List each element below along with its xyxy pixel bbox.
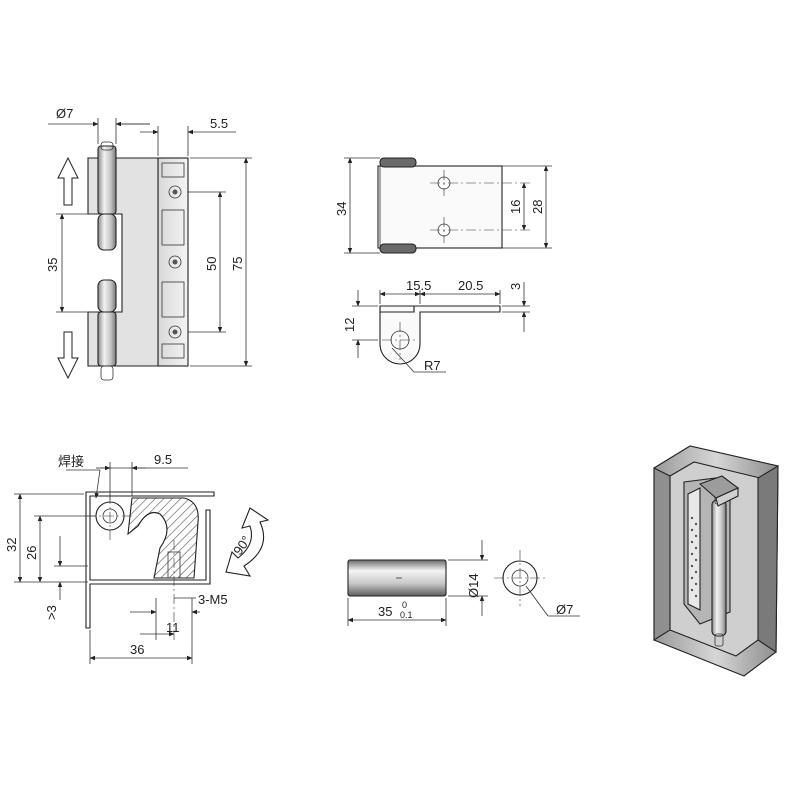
pin-diameter-label: Ø7 [56,106,73,121]
isometric-view [653,445,779,677]
plan-height-label: 34 [334,202,349,216]
width-36-label: 36 [130,642,144,657]
min-3-label: >3 [44,605,59,620]
upper-knuckle [379,157,417,168]
dim-11-label: 11 [166,620,180,635]
hole-pitch-label: 16 [508,200,523,214]
leaf-height-label: 28 [530,200,545,214]
leaf-plan-view: 34 16 28 [334,157,552,254]
section-view: 焊接 9.5 32 26 >3 3-M5 11 36 [4,452,270,664]
pin-length-label: 35 [378,604,392,619]
side-height-label: 12 [342,318,357,332]
pin-detail: 35 0 0.1 Ø14 Ø7 [347,540,580,626]
bore-diameter-label: Ø7 [556,602,573,617]
front-view: Ø7 5.5 35 50 75 [45,106,252,381]
iso-hole-pattern [690,516,698,598]
height-26-label: 26 [24,546,39,560]
mounting-hole [168,255,182,269]
tolerance-lower: 0.1 [400,610,413,620]
down-arrow-icon [57,331,79,380]
overall-height-label: 75 [230,257,245,271]
side-dim-a-label: 15.5 [406,278,431,293]
radius-label: R7 [424,358,441,373]
side-dim-b-label: 20.5 [458,278,483,293]
weld-note: 焊接 [58,454,84,469]
leaf-thickness-label: 5.5 [210,116,228,131]
thread-label: 3-M5 [198,592,228,607]
mounting-hole [168,325,182,339]
hole-spacing-label: 50 [204,257,219,271]
leaf-side-view: 15.5 20.5 3 12 R7 [342,278,530,373]
pin-diameter-14-label: Ø14 [466,573,481,598]
knuckle-profile [379,305,501,365]
iso-pin [711,499,727,637]
mounting-hole [168,185,182,199]
side-thickness-label: 3 [508,283,523,290]
up-arrow-icon [57,156,79,206]
pin-spacing-label: 35 [45,258,60,272]
tolerance-upper: 0 [402,600,407,610]
height-32-label: 32 [4,538,19,552]
hinge-section [127,497,199,579]
upper-pin [97,145,117,215]
lower-knuckle [379,243,417,254]
offset-label: 9.5 [154,452,172,467]
rotation-arrow-icon [225,507,270,577]
lower-pin [97,311,117,367]
